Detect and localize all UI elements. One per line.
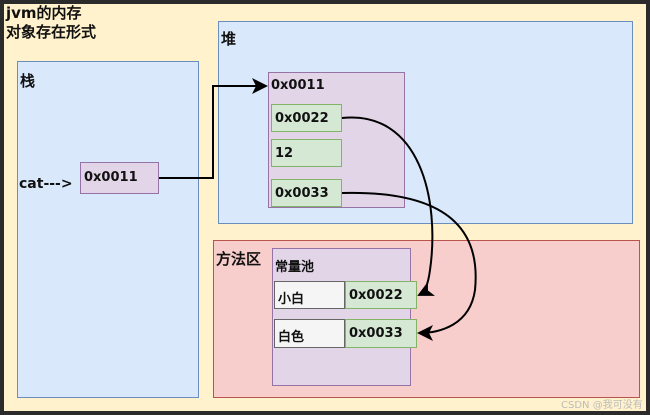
- cat-variable-label: cat--->: [19, 176, 73, 192]
- heap-field-age: 12: [271, 139, 342, 167]
- stack-label: 栈: [20, 72, 36, 90]
- arrow-stack-to-heap: [159, 78, 268, 179]
- constant-pool-label: 常量池: [275, 260, 315, 275]
- constant-pool: [272, 248, 411, 386]
- method-area-label: 方法区: [216, 250, 262, 268]
- stack-area: [17, 61, 199, 398]
- heap-label: 堆: [221, 30, 237, 48]
- heap-field-name-ref: 0x0022: [271, 104, 342, 132]
- arrow-name-to-pool: [341, 116, 436, 296]
- watermark: CSDN @我可没有: [561, 400, 643, 411]
- pool-entry-name: 白色: [274, 319, 345, 348]
- pool-entry-addr: 0x0033: [345, 319, 417, 348]
- heap-field-color-ref: 0x0033: [271, 179, 342, 207]
- title-line-2: 对象存在形式: [6, 23, 97, 41]
- heap-object-address: 0x0011: [271, 78, 325, 93]
- pool-entry-addr: 0x0022: [345, 281, 417, 309]
- title-line-1: jvm的内存: [6, 4, 82, 22]
- diagram-title: jvm的内存 对象存在形式: [6, 4, 96, 42]
- pool-entry-name: 小白: [274, 281, 345, 309]
- cat-reference-cell: 0x0011: [80, 162, 159, 194]
- arrow-color-to-pool: [341, 191, 477, 341]
